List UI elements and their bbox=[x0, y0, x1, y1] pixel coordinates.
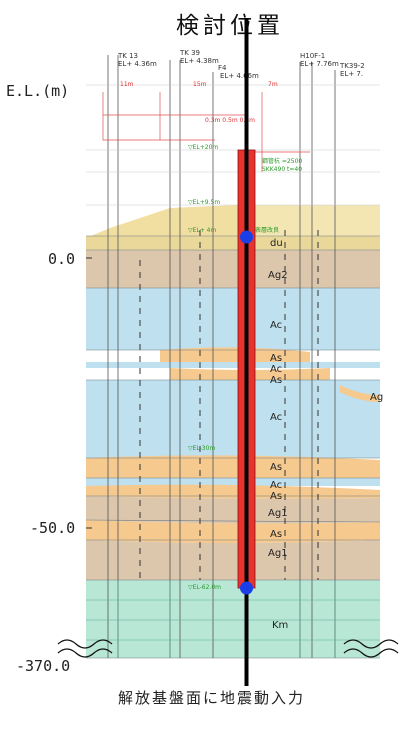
axis-unit-label: E.L.(m) bbox=[6, 82, 70, 100]
el-mark-2: ▽EL+9.5m bbox=[188, 199, 220, 206]
borehole-name-1: TK 13 bbox=[117, 52, 138, 60]
dim-width-3: 7m bbox=[268, 81, 278, 88]
borehole-lines bbox=[107, 55, 336, 658]
layer-label-as-1: As bbox=[270, 353, 282, 364]
borehole-elev-4: EL+ 7.76m bbox=[300, 60, 339, 68]
layer-label-du: du bbox=[270, 238, 283, 249]
axis-break-left bbox=[57, 639, 113, 658]
layer-label-as-2: As bbox=[270, 375, 282, 386]
borehole-elev-1: EL+ 4.36m bbox=[118, 60, 157, 68]
layer-label-ac-1: Ac bbox=[270, 320, 282, 331]
reference-lines bbox=[86, 84, 380, 206]
du-layer bbox=[86, 236, 380, 250]
dim-width-2: 15m bbox=[193, 81, 207, 88]
ag1-layer-1 bbox=[86, 496, 380, 524]
layer-label-ag1-2: Ag1 bbox=[268, 548, 288, 559]
borehole-name-5: TK39-2 bbox=[339, 62, 365, 70]
borehole-elev-2: EL+ 4.38m bbox=[180, 57, 219, 65]
boundary-label: 表層改良 bbox=[255, 226, 279, 234]
borehole-name-2: TK 39 bbox=[179, 49, 200, 57]
axis-ticks bbox=[86, 257, 92, 529]
ag1-layer-2 bbox=[86, 540, 380, 580]
axis-tick-minus-50: -50.0 bbox=[30, 519, 76, 537]
borehole-elev-5: EL+ 7. bbox=[340, 70, 363, 78]
dim-text: 0.3m 0.5m 0.3m bbox=[205, 117, 255, 124]
diagram-title: 検討位置 bbox=[176, 13, 284, 39]
axis-break-right bbox=[343, 639, 399, 658]
as-lens-right bbox=[340, 385, 380, 402]
el-mark-4: ▽EL-30m bbox=[188, 445, 215, 452]
borehole-name-3: F4 bbox=[218, 64, 227, 72]
ac-layer-4 bbox=[86, 478, 380, 486]
borehole-name-4: H10F-1 bbox=[300, 52, 325, 60]
bedrock-grid bbox=[86, 580, 380, 658]
el-mark-3: ▽EL+ 4m bbox=[188, 227, 217, 234]
layer-labels: du Ag2 Ac As Ac As Ac As Ac As Ag1 As Ag… bbox=[268, 238, 383, 631]
axis-tick-minus-370: -370.0 bbox=[16, 657, 71, 675]
dimension-lines bbox=[102, 92, 310, 172]
layer-boundaries bbox=[85, 235, 381, 659]
ac-layer-2 bbox=[86, 362, 380, 368]
layer-label-ac-3: Ac bbox=[270, 412, 282, 423]
layer-label-as-4: As bbox=[270, 491, 282, 502]
layer-label-ag-right: Ag bbox=[370, 392, 383, 403]
as-layer-3 bbox=[86, 455, 380, 481]
as-layer-5 bbox=[86, 520, 380, 543]
layer-label-as-3: As bbox=[270, 462, 282, 473]
bottom-note: 解放基盤面に地震動入力 bbox=[118, 689, 306, 707]
pile-spec-2: SKK490 t=40 bbox=[262, 166, 302, 173]
layer-label-km: Km bbox=[272, 620, 288, 631]
layer-label-ac-4: Ac bbox=[270, 480, 282, 491]
el-mark-5: ▽EL-62.0m bbox=[188, 584, 221, 591]
ac-layer-1 bbox=[86, 288, 380, 350]
pile-bottom-marker bbox=[240, 581, 253, 595]
km-bedrock bbox=[86, 580, 380, 658]
layer-label-as-5: As bbox=[270, 529, 282, 540]
borehole-elev-3: EL+ 4.66m bbox=[220, 72, 259, 80]
as-lens-1 bbox=[160, 347, 310, 364]
fill-layer bbox=[86, 205, 245, 238]
ag2-layer bbox=[86, 250, 380, 292]
layer-label-ag1-1: Ag1 bbox=[268, 508, 288, 519]
ac-layer-3 bbox=[86, 380, 380, 458]
dashed-borings bbox=[139, 230, 319, 580]
el-mark-1: ▽EL+20m bbox=[188, 144, 218, 151]
pile-top-marker bbox=[240, 230, 253, 244]
pile-spec-1: 鋼管杭 =2500 bbox=[262, 157, 302, 165]
fill-layer-right bbox=[245, 205, 380, 236]
dim-width-1: 11m bbox=[120, 81, 134, 88]
as-layer-4 bbox=[86, 484, 380, 499]
axis-tick-0: 0.0 bbox=[48, 250, 76, 268]
layer-label-ag2: Ag2 bbox=[268, 270, 288, 281]
layer-label-ac-2: Ac bbox=[270, 364, 282, 375]
